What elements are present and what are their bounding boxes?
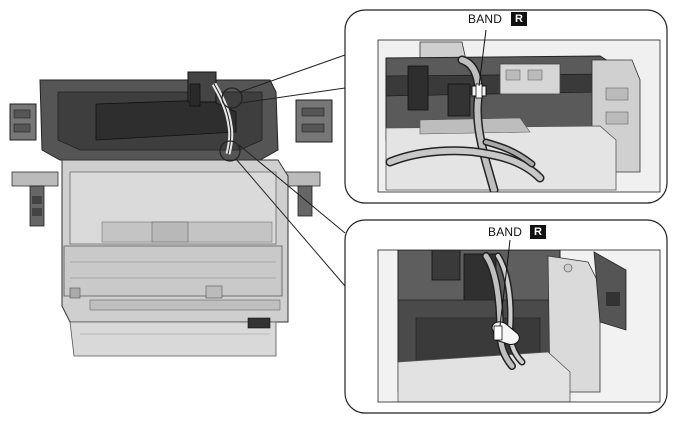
detail-inset-lower [344,219,668,414]
r-badge-lower: R [530,225,546,239]
detail-inset-upper [344,9,668,204]
leader-lines [235,54,346,287]
r-badge-upper: R [511,12,527,26]
band-label-upper: BAND [468,12,503,26]
detail-circle-upper [221,87,243,109]
band-label-lower: BAND [488,225,523,239]
detail-circle-lower [219,140,241,162]
main-unit-illustration [9,71,333,357]
left-mount-bracket [9,103,59,227]
